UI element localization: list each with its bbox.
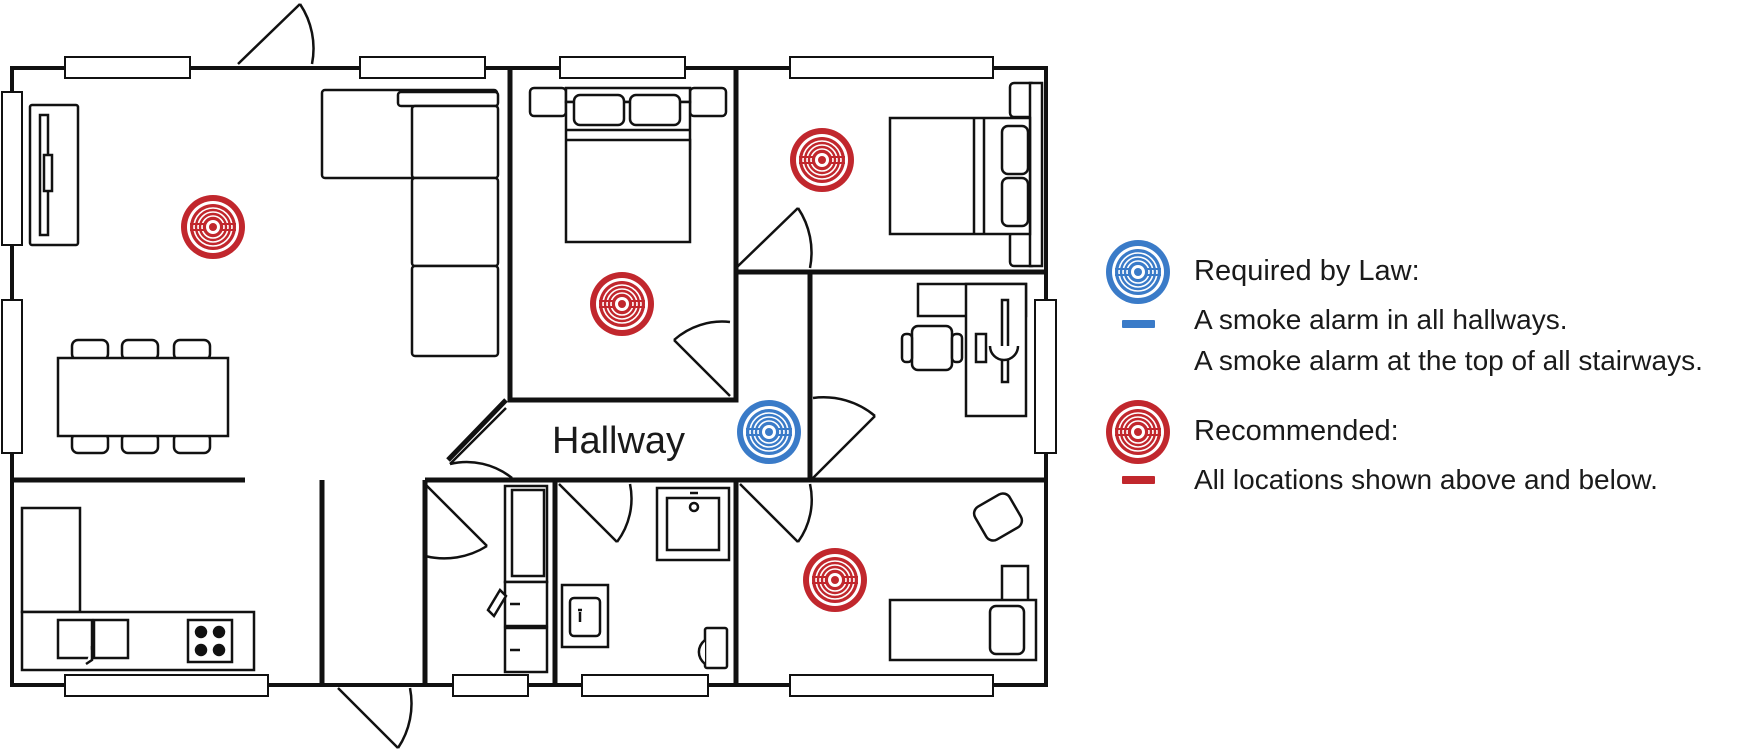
bedroom-1-furniture xyxy=(528,86,728,244)
bedroom-3-furniture xyxy=(888,492,1038,662)
hallway-label: Hallway xyxy=(552,420,685,462)
smoke-alarm-icon xyxy=(589,271,655,337)
living-room-furniture xyxy=(28,88,500,455)
recommended-heading: Recommended: xyxy=(1194,415,1399,447)
interior-walls xyxy=(12,68,1046,685)
bedroom-2-furniture xyxy=(888,81,1044,268)
smoke-alarm-icon xyxy=(1105,399,1171,465)
windows xyxy=(1,56,1057,697)
doors xyxy=(237,3,876,749)
smoke-alarm-icon xyxy=(802,547,868,613)
kitchen-furniture xyxy=(20,506,256,672)
smoke-alarm-icon xyxy=(1105,239,1171,305)
study-furniture xyxy=(900,282,1028,418)
recommended-line-all: All locations shown above and below. xyxy=(1194,464,1658,495)
smoke-alarm-icon xyxy=(789,127,855,193)
required-line-stairways: A smoke alarm at the top of all stairway… xyxy=(1194,345,1703,376)
required-heading: Required by Law: xyxy=(1194,255,1420,287)
recommended-color-bar xyxy=(1122,476,1155,484)
required-line-hallways: A smoke alarm in all hallways. xyxy=(1194,304,1568,335)
smoke-alarm-icon xyxy=(736,399,802,465)
bathroom-furniture xyxy=(560,486,731,670)
smoke-alarm-icon xyxy=(180,194,246,260)
laundry-furniture xyxy=(486,484,549,674)
required-color-bar xyxy=(1122,320,1155,328)
